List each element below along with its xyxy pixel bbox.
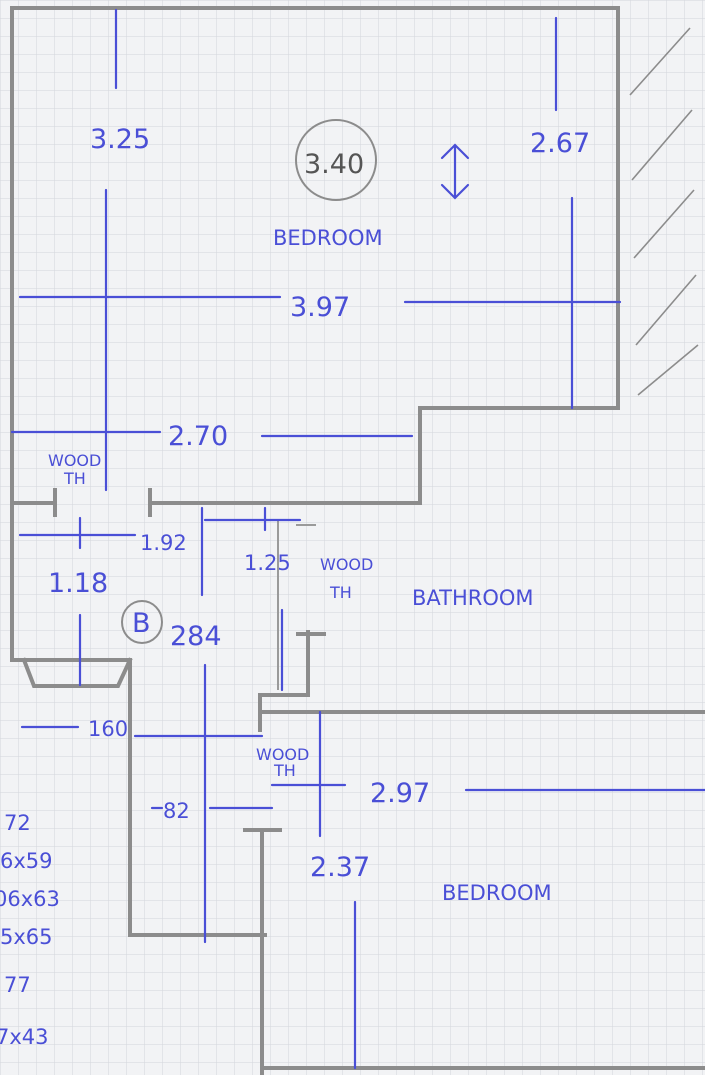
dim-3-25: 3.25 bbox=[90, 124, 150, 155]
dim-284: 284 bbox=[170, 621, 222, 652]
hatching bbox=[629, 27, 699, 396]
dim-1-18: 1.18 bbox=[48, 568, 108, 599]
dim-1-92: 1.92 bbox=[140, 531, 187, 555]
room-label-bedroom-bottom: BEDROOM bbox=[442, 881, 552, 905]
dim-2-67: 2.67 bbox=[530, 128, 590, 159]
room-label-bathroom: BATHROOM bbox=[412, 586, 534, 610]
dim-82: 82 bbox=[163, 799, 190, 823]
circle-marker-b bbox=[121, 600, 163, 644]
dim-1-25: 1.25 bbox=[244, 551, 291, 575]
side-note-4: 5x65 bbox=[0, 925, 53, 949]
dim-3-97: 3.97 bbox=[290, 292, 350, 323]
circle-marker-340 bbox=[295, 119, 377, 201]
th-label-2: TH bbox=[329, 583, 352, 602]
th-label-1: TH bbox=[63, 469, 86, 488]
side-note-3: 06x63 bbox=[0, 887, 60, 911]
dimension-lines bbox=[10, 8, 705, 1070]
side-note-6: 7x43 bbox=[0, 1025, 49, 1049]
dim-160: 160 bbox=[88, 717, 128, 741]
wood-label-3: WOOD bbox=[256, 745, 309, 764]
dim-3-40: 3.40 bbox=[304, 149, 364, 180]
side-note-2: 6x59 bbox=[0, 849, 53, 873]
marker-b: B bbox=[132, 608, 151, 639]
pencil-walls bbox=[10, 6, 705, 1075]
dim-2-70: 2.70 bbox=[168, 421, 228, 452]
room-label-bedroom-top: BEDROOM bbox=[273, 226, 383, 250]
th-label-3: TH bbox=[273, 761, 296, 780]
dim-2-97: 2.97 bbox=[370, 778, 430, 809]
dim-2-37: 2.37 bbox=[310, 852, 370, 883]
side-note-5: 77 bbox=[4, 973, 31, 997]
wood-label-1: WOOD bbox=[48, 451, 101, 470]
wood-label-2: WOOD bbox=[320, 555, 373, 574]
side-note-1: 72 bbox=[4, 811, 31, 835]
